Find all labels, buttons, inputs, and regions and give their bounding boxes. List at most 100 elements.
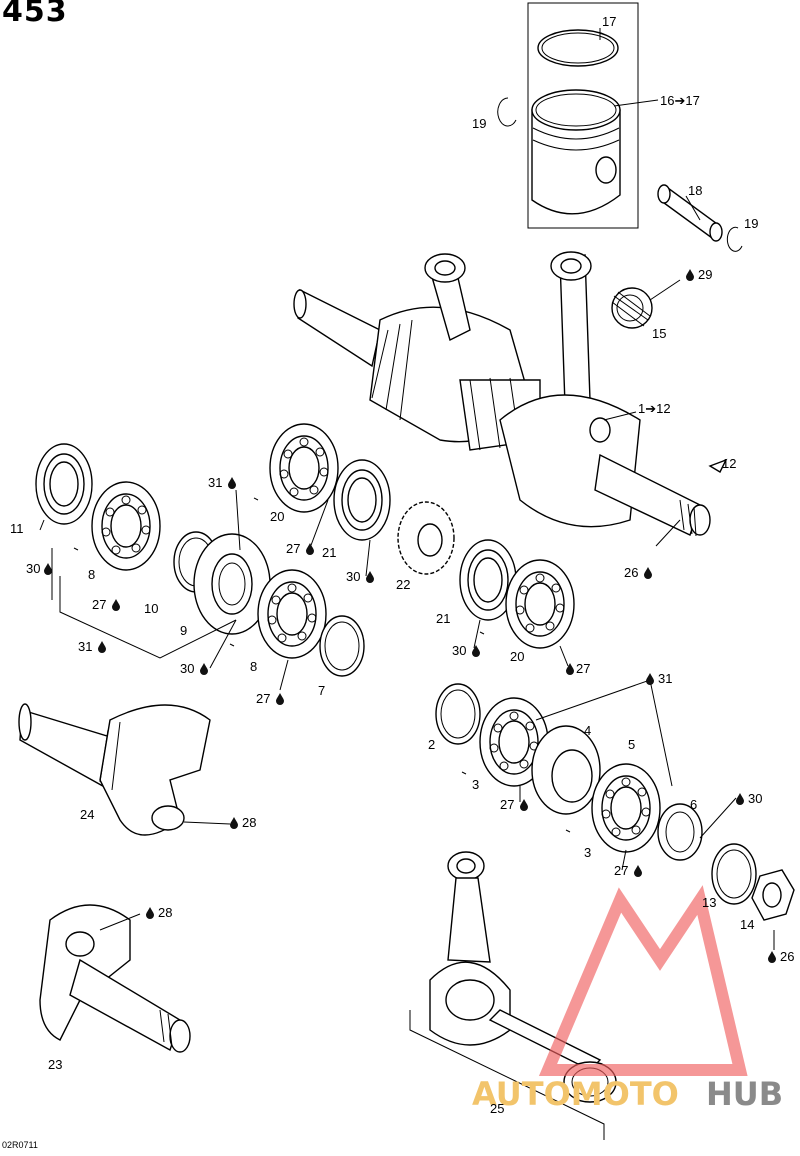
label-12: 12 bbox=[722, 456, 736, 471]
spacer-4-5 bbox=[531, 725, 601, 815]
bearing-8-lower bbox=[257, 569, 327, 659]
label-13: 13 bbox=[702, 895, 716, 910]
label-17: 17 bbox=[602, 14, 616, 29]
label-20-b: 20 bbox=[510, 649, 524, 664]
label-1-12: 1➔12 bbox=[638, 401, 671, 416]
bearing-8-upper bbox=[91, 481, 161, 571]
label-30-b: 30 bbox=[180, 661, 194, 676]
label-24: 24 bbox=[80, 807, 94, 822]
label-30-c: 30 bbox=[346, 569, 360, 584]
gear-22 bbox=[397, 501, 455, 575]
crankshaft-assembly bbox=[293, 251, 711, 537]
drop-icon bbox=[200, 663, 208, 675]
label-4: 4 bbox=[584, 723, 591, 738]
label-21-a: 21 bbox=[322, 545, 336, 560]
drop-icon bbox=[98, 641, 106, 653]
label-27-f: 27 bbox=[614, 863, 628, 878]
label-30-e: 30 bbox=[748, 791, 762, 806]
label-11: 11 bbox=[10, 521, 24, 536]
drop-icon bbox=[472, 645, 480, 657]
drop-icon bbox=[736, 793, 744, 805]
page-number: 453 bbox=[2, 0, 68, 29]
drop-icon bbox=[520, 799, 528, 811]
label-5: 5 bbox=[628, 737, 635, 752]
label-28-a: 28 bbox=[242, 815, 256, 830]
label-30-d: 30 bbox=[452, 643, 466, 658]
woodruff-key bbox=[708, 458, 728, 473]
crank-half-24 bbox=[18, 703, 211, 836]
bearing-3-lower bbox=[591, 763, 661, 853]
drop-icon bbox=[366, 571, 374, 583]
label-22: 22 bbox=[396, 577, 410, 592]
piston-group bbox=[527, 2, 639, 229]
bearing-20-lower bbox=[505, 559, 575, 649]
nut-14 bbox=[751, 869, 795, 921]
label-25: 25 bbox=[490, 1101, 504, 1116]
circlip-19-right bbox=[726, 226, 743, 252]
label-3-a: 3 bbox=[472, 777, 479, 792]
reference-code: 02R0711 bbox=[2, 1140, 38, 1150]
drop-icon bbox=[644, 567, 652, 579]
label-23: 23 bbox=[48, 1057, 62, 1072]
label-28-b: 28 bbox=[158, 905, 172, 920]
label-6: 6 bbox=[690, 797, 697, 812]
part-labels: 17 16➔17 19 18 19 29 15 1➔12 12 26 11 30… bbox=[10, 14, 794, 1116]
drop-icon bbox=[230, 817, 238, 829]
label-3-b: 3 bbox=[584, 845, 591, 860]
watermark-brand-a: AUTOMOTO bbox=[472, 1075, 679, 1113]
needle-bearing-15 bbox=[611, 287, 653, 329]
label-27-b: 27 bbox=[286, 541, 300, 556]
label-19-right: 19 bbox=[744, 216, 758, 231]
label-8-a: 8 bbox=[88, 567, 95, 582]
label-30-a: 30 bbox=[26, 561, 40, 576]
label-21-b: 21 bbox=[436, 611, 450, 626]
label-27-e: 27 bbox=[500, 797, 514, 812]
label-31-a: 31 bbox=[208, 475, 222, 490]
watermark-brand-b: HUB bbox=[706, 1075, 783, 1113]
label-31-b: 31 bbox=[78, 639, 92, 654]
label-31-c: 31 bbox=[658, 671, 672, 686]
drop-icon bbox=[276, 693, 284, 705]
crank-half-23 bbox=[39, 904, 191, 1053]
dowel-pins bbox=[73, 497, 571, 833]
bracket-31 bbox=[51, 548, 237, 659]
bracket-25 bbox=[409, 1010, 605, 1140]
label-26-b: 26 bbox=[780, 949, 794, 964]
plate-9 bbox=[193, 533, 271, 635]
bearing-20-upper bbox=[269, 423, 339, 513]
label-20-a: 20 bbox=[270, 509, 284, 524]
label-8-b: 8 bbox=[250, 659, 257, 674]
label-14: 14 bbox=[740, 917, 754, 932]
label-27-d: 27 bbox=[576, 661, 590, 676]
watermark-logo bbox=[538, 885, 748, 1076]
label-19-top: 19 bbox=[472, 116, 486, 131]
label-18: 18 bbox=[688, 183, 702, 198]
label-2: 2 bbox=[428, 737, 435, 752]
circlip-19-top bbox=[497, 97, 517, 127]
leader-lines bbox=[39, 28, 775, 950]
ring-7 bbox=[319, 615, 365, 677]
label-26-top: 26 bbox=[624, 565, 638, 580]
label-27-c: 27 bbox=[256, 691, 270, 706]
drop-icon bbox=[768, 951, 776, 963]
drop-icon bbox=[686, 269, 694, 281]
seal-6 bbox=[657, 803, 703, 861]
piston-pin bbox=[657, 184, 723, 242]
drop-icon bbox=[228, 477, 236, 489]
label-10: 10 bbox=[144, 601, 158, 616]
label-16-17: 16➔17 bbox=[660, 93, 700, 108]
drop-icon bbox=[306, 543, 314, 555]
washer-13 bbox=[711, 843, 757, 905]
label-15: 15 bbox=[652, 326, 666, 341]
seal-11 bbox=[35, 443, 93, 525]
ring-2 bbox=[435, 683, 481, 745]
seal-21-upper bbox=[333, 459, 391, 541]
drop-icon bbox=[646, 673, 654, 685]
label-7: 7 bbox=[318, 683, 325, 698]
drop-icon bbox=[634, 865, 642, 877]
drop-icon bbox=[146, 907, 154, 919]
label-27-a: 27 bbox=[92, 597, 106, 612]
drop-icon bbox=[112, 599, 120, 611]
label-29: 29 bbox=[698, 267, 712, 282]
